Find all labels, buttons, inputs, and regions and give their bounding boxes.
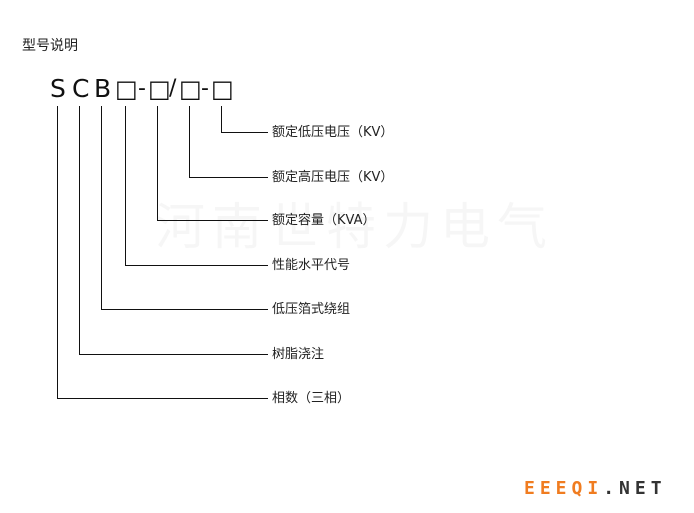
code-slot-low-voltage: □: [211, 75, 234, 103]
label-capacity: 额定容量（KVA）: [272, 213, 376, 228]
label-resin-cast: 树脂浇注: [272, 347, 325, 362]
leader-phase: [57, 106, 268, 399]
brand-part-2: .NET: [603, 478, 667, 499]
page-title: 型号说明: [22, 38, 78, 54]
leader-high-voltage: [189, 106, 268, 178]
code-letter-c: C: [72, 74, 90, 103]
code-slot-capacity: □: [148, 75, 171, 103]
code-dash-2: -: [201, 76, 209, 101]
brand-part-1: EEEQI: [524, 478, 604, 499]
code-dash-1: -: [138, 76, 146, 101]
code-slash: /: [169, 76, 177, 101]
brand-logo: EEEQI.NET: [524, 478, 667, 499]
label-high-voltage: 额定高压电压（KV）: [272, 170, 394, 185]
leader-resin-cast: [79, 106, 268, 355]
leader-performance: [125, 106, 268, 266]
leader-capacity: [157, 106, 268, 221]
code-letter-s: S: [50, 74, 66, 103]
code-letter-b: B: [94, 74, 112, 103]
label-performance: 性能水平代号: [272, 258, 351, 273]
label-foil-winding: 低压箔式绕组: [272, 302, 351, 317]
code-slot-performance: □: [115, 75, 138, 103]
leader-foil-winding: [101, 106, 268, 310]
code-slot-high-voltage: □: [179, 75, 202, 103]
label-phase: 相数（三相）: [272, 391, 351, 406]
leader-low-voltage: [221, 106, 268, 133]
label-low-voltage: 额定低压电压（KV）: [272, 125, 394, 140]
